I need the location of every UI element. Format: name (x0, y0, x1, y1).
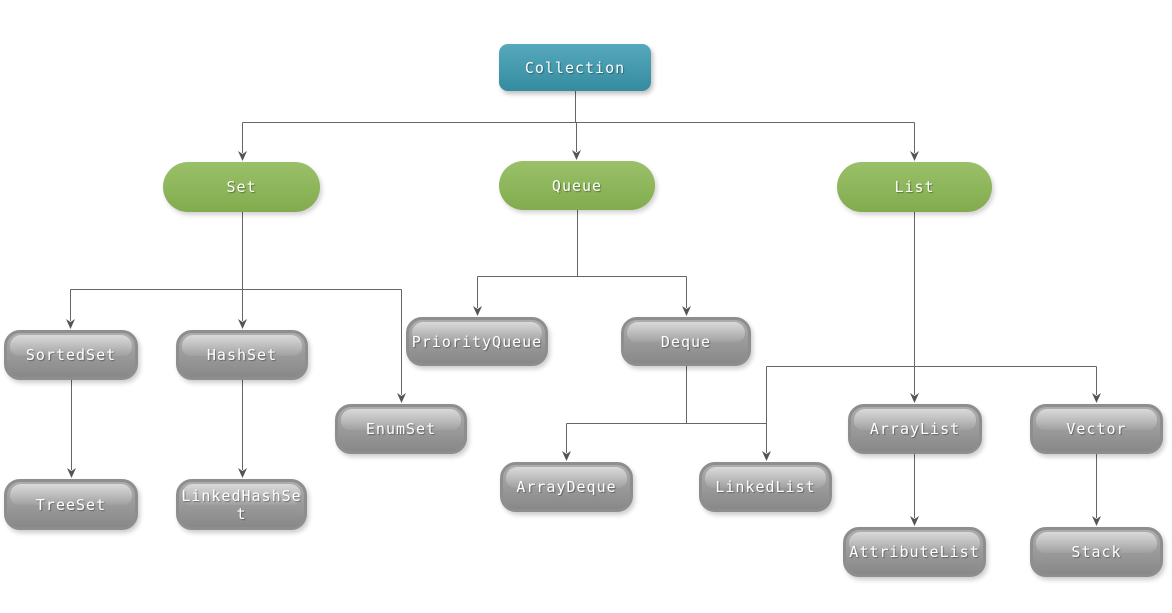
node-set[interactable]: Set (163, 162, 320, 212)
arrow-into-deque (682, 306, 691, 316)
arrow-into-hashset (238, 319, 247, 329)
arrow-into-enumset (397, 393, 406, 403)
node-attributelist[interactable]: AttributeList (843, 527, 986, 577)
node-collection-label: Collection (524, 58, 626, 77)
arrow-into-vector (1092, 393, 1101, 403)
connector-deque-branch (566, 366, 767, 453)
arrow-into-list (910, 151, 919, 161)
node-arraylist[interactable]: ArrayList (848, 404, 982, 454)
arrow-into-linkedlist (762, 451, 771, 461)
node-linkedlist[interactable]: LinkedList (699, 462, 832, 512)
arrow-into-linkedhashset (238, 468, 247, 478)
connector-collection-branch (242, 91, 915, 153)
node-treeset-label: TreeSet (35, 495, 107, 514)
node-enumset-label: EnumSet (365, 420, 437, 438)
node-arraydeque-label: ArrayDeque (516, 478, 617, 496)
node-vector[interactable]: Vector (1030, 404, 1163, 454)
node-set-label: Set (226, 178, 257, 196)
node-treeset[interactable]: TreeSet (4, 479, 138, 530)
node-enumset[interactable]: EnumSet (335, 404, 467, 454)
arrow-into-arraydeque (562, 451, 571, 461)
node-attributelist-label: AttributeList (849, 543, 980, 561)
node-hashset[interactable]: HashSet (176, 330, 308, 380)
node-stack[interactable]: Stack (1030, 527, 1163, 577)
node-deque-label: Deque (660, 332, 712, 351)
node-deque[interactable]: Deque (621, 317, 751, 366)
node-arraylist-label: ArrayList (869, 420, 961, 438)
connector-set-branch (70, 212, 402, 395)
node-queue[interactable]: Queue (499, 161, 655, 210)
node-linkedhashset-label: LinkedHashSet (181, 486, 302, 523)
node-stack-label: Stack (1071, 543, 1122, 561)
node-arraydeque[interactable]: ArrayDeque (500, 462, 633, 512)
node-queue-label: Queue (551, 176, 603, 195)
node-list[interactable]: List (837, 162, 992, 212)
node-linkedlist-label: LinkedList (715, 478, 816, 496)
node-list-label: List (894, 178, 935, 196)
node-priorityqueue[interactable]: PriorityQueue (406, 317, 548, 366)
connector-queue-branch (477, 210, 687, 308)
arrow-into-set (238, 151, 247, 161)
node-vector-label: Vector (1066, 420, 1127, 438)
arrow-into-stack (1092, 516, 1101, 526)
node-priorityqueue-label: PriorityQueue (411, 332, 543, 351)
arrow-into-queue (572, 150, 581, 160)
node-linkedhashset[interactable]: LinkedHashSet (176, 479, 307, 530)
node-hashset-label: HashSet (206, 346, 278, 364)
connector-list-branch (766, 212, 1097, 424)
node-sortedset-label: SortedSet (25, 346, 117, 364)
node-sortedset[interactable]: SortedSet (4, 330, 138, 380)
arrow-into-sortedset (66, 319, 75, 329)
node-collection[interactable]: Collection (499, 44, 651, 91)
arrow-into-treeset (67, 468, 76, 478)
arrow-into-arraylist (910, 393, 919, 403)
arrow-into-attributelist (910, 516, 919, 526)
arrow-into-priorityqueue (473, 306, 482, 316)
